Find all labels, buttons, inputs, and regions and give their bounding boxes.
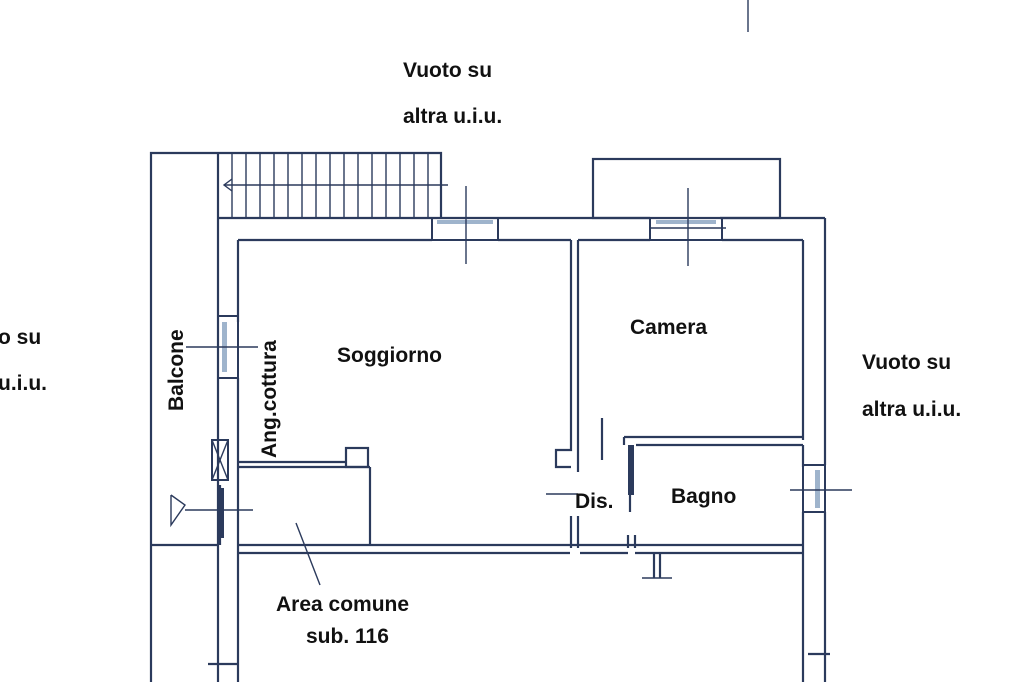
leader-line xyxy=(295,522,321,586)
window-top-right xyxy=(649,188,726,266)
common-area-label: Area comune xyxy=(276,593,409,616)
kitchen-counter xyxy=(238,446,372,545)
kitchenette-label: Ang.cottura xyxy=(258,340,281,458)
staircase xyxy=(218,151,448,220)
exterior-walls xyxy=(208,216,830,682)
bedroom-label: Camera xyxy=(630,316,707,339)
right-void-label-2: altra u.i.u. xyxy=(862,398,961,421)
balcony-door xyxy=(170,485,253,545)
common-area-label-2: sub. 116 xyxy=(306,625,389,648)
void-box xyxy=(591,157,782,220)
hallway-label: Dis. xyxy=(575,490,614,513)
window-top-left xyxy=(431,186,499,264)
vent-grille xyxy=(211,439,229,481)
right-void-label: Vuoto su xyxy=(862,351,951,374)
window-right xyxy=(790,464,852,513)
top-void-label-2: altra u.i.u. xyxy=(403,105,502,128)
balcony-outline xyxy=(149,151,220,682)
living-room-label: Soggiorno xyxy=(337,344,442,367)
interior-walls xyxy=(546,240,803,579)
balcony-label: Balcone xyxy=(165,329,188,411)
top-void-label: Vuoto su xyxy=(403,59,492,82)
left-void-label: o su xyxy=(0,326,41,349)
window-left xyxy=(186,315,258,379)
left-void-label-2: u.i.u. xyxy=(0,372,47,395)
bathroom-label: Bagno xyxy=(671,485,736,508)
